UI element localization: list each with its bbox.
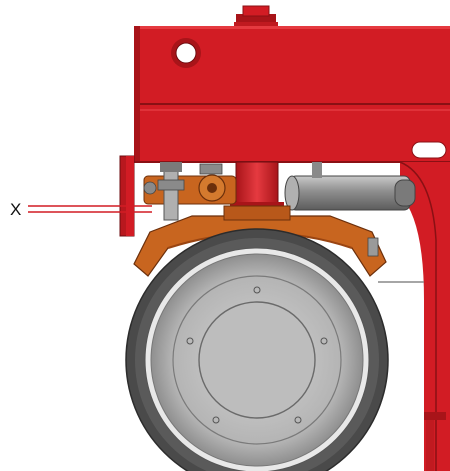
left-mounting-plate bbox=[119, 155, 135, 237]
callout-label-x: X bbox=[10, 200, 22, 219]
right-frame-leg bbox=[399, 141, 450, 471]
top-shaft bbox=[234, 5, 278, 28]
pivot-post bbox=[230, 161, 284, 212]
frame-mounting-hole bbox=[171, 38, 201, 68]
hydraulic-cylinder bbox=[284, 162, 416, 211]
linkage-assembly bbox=[143, 162, 237, 221]
callout-leader-lines bbox=[28, 205, 152, 213]
wheel bbox=[125, 228, 389, 471]
